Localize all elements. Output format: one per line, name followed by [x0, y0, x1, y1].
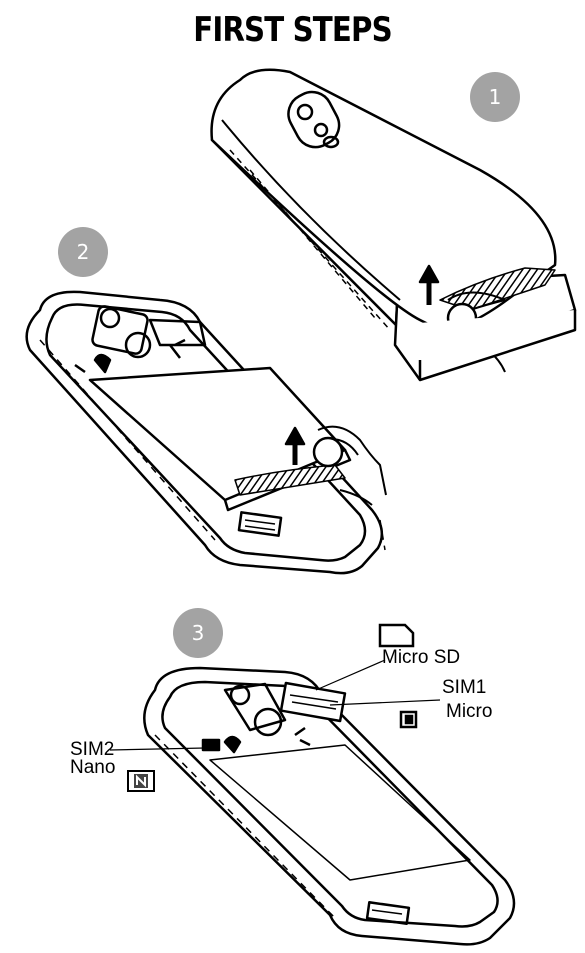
- phone-battery-removal-illustration: [25, 290, 387, 575]
- phone-back-cover-illustration: [210, 68, 577, 382]
- sim1-type-label: Micro: [446, 701, 493, 722]
- step-1-badge: 1: [470, 72, 520, 122]
- sim1-label: SIM1: [442, 677, 487, 698]
- phone-card-slots-illustration: [109, 659, 516, 946]
- step-3-badge: 3: [173, 608, 223, 658]
- micro-sd-label: Micro SD: [382, 647, 461, 668]
- micro-sd-card-icon: [378, 623, 415, 648]
- sim2-label: SIM2: [70, 739, 115, 760]
- page-title: FIRST STEPS: [193, 10, 392, 50]
- step-2-badge: 2: [58, 227, 108, 277]
- nano-sim-card-icon: [127, 770, 155, 792]
- sim2-type-label: Nano: [70, 757, 116, 778]
- micro-sim-card-icon: [399, 710, 418, 729]
